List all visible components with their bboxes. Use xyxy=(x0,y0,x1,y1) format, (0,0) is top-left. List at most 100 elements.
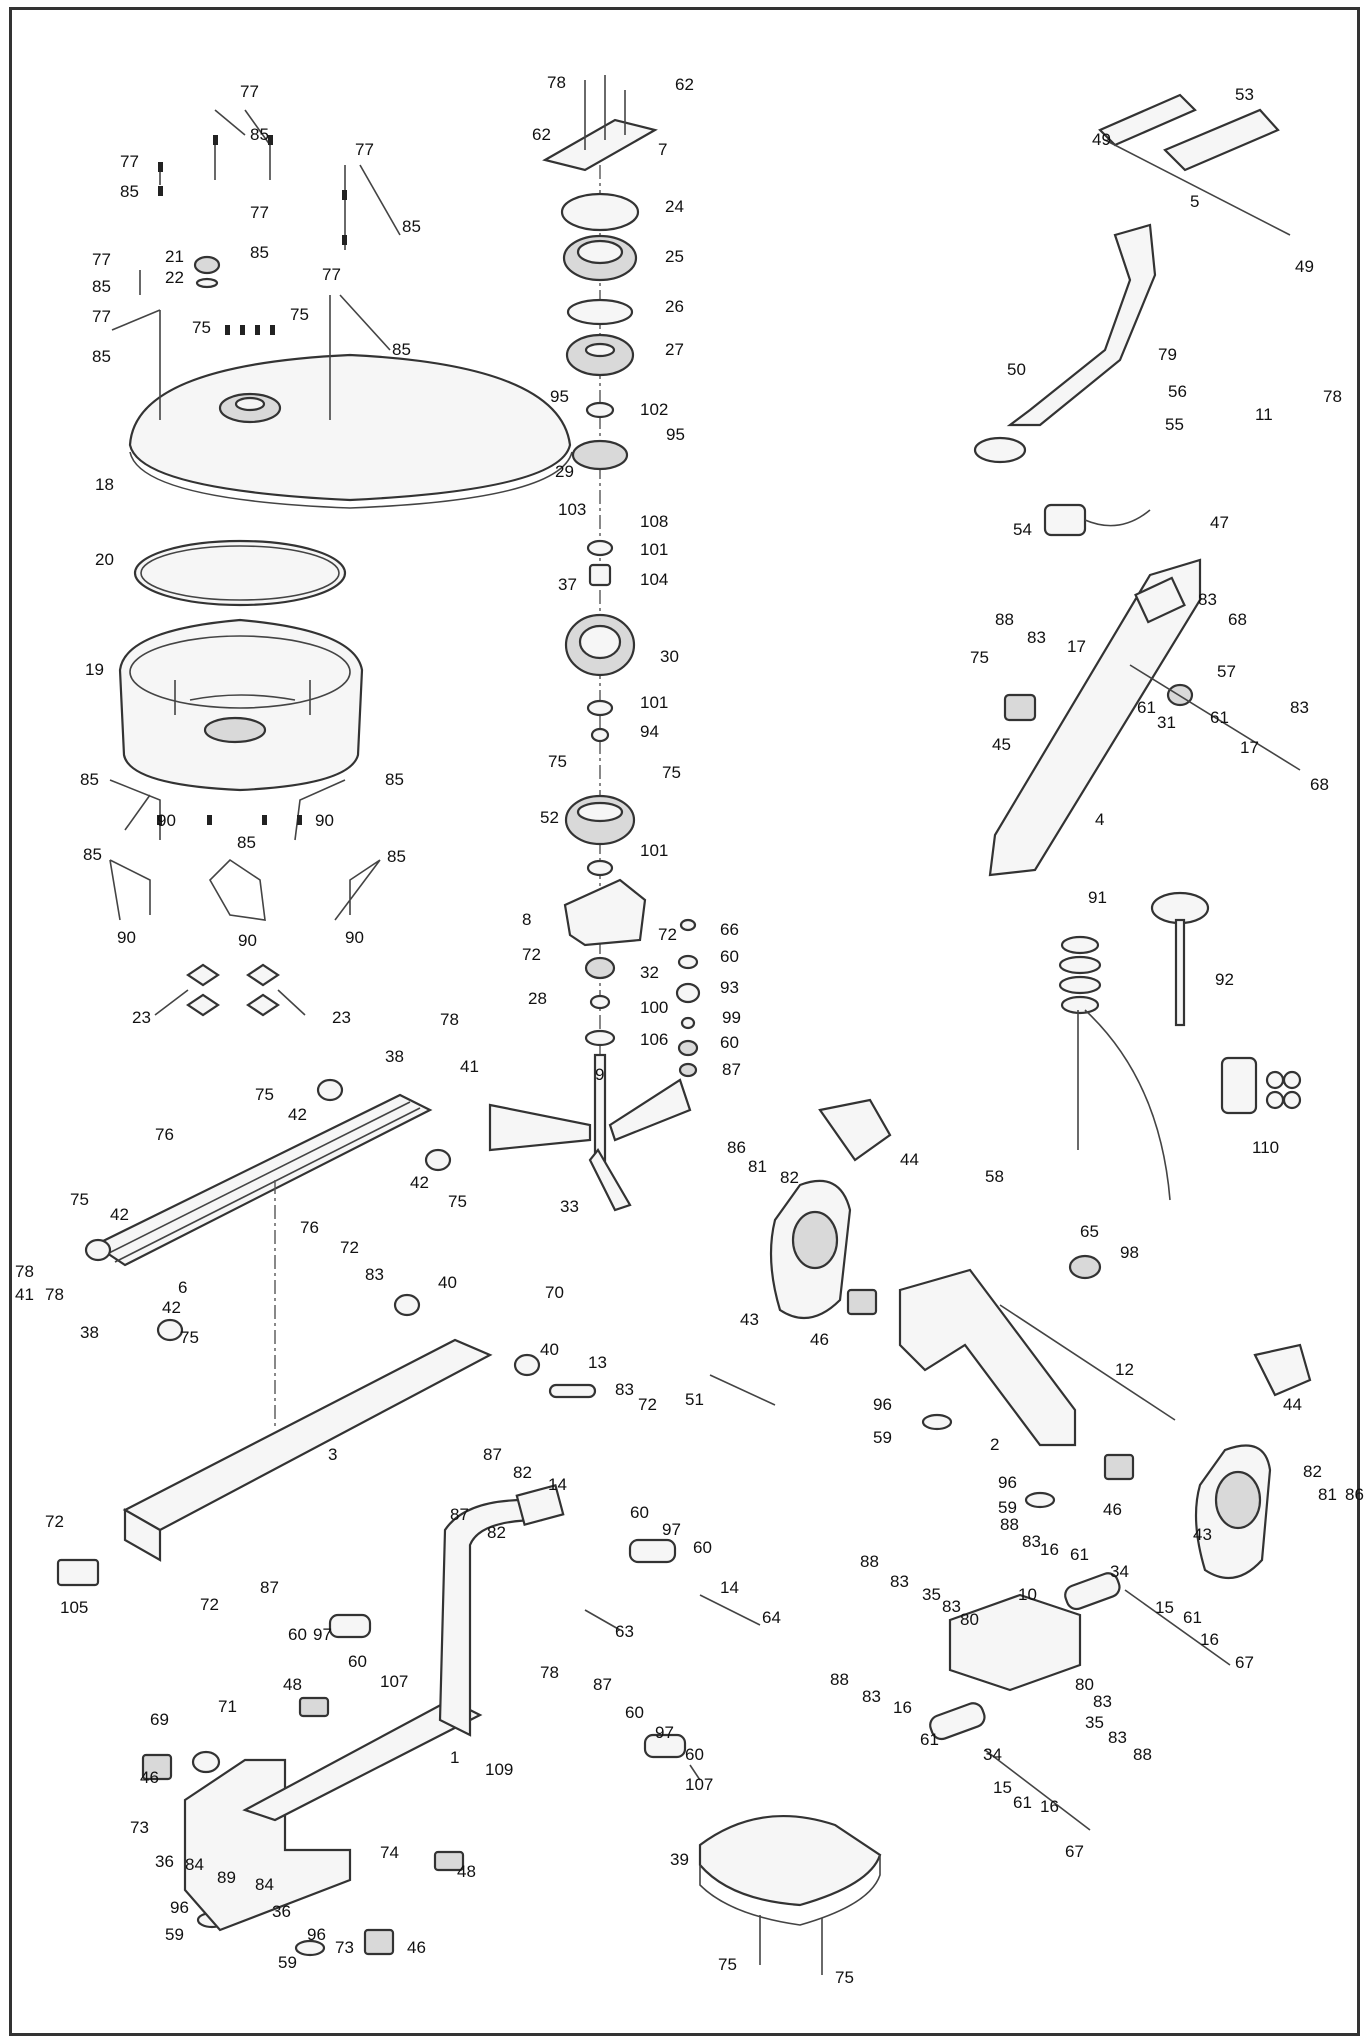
part-label: 77 xyxy=(250,203,269,222)
part-label: 75 xyxy=(718,1955,737,1974)
part-label: 9 xyxy=(595,1065,604,1084)
part-label: 83 xyxy=(615,1380,634,1399)
part-label: 11 xyxy=(1255,405,1273,424)
part-label: 81 xyxy=(1318,1485,1337,1504)
part-label: 76 xyxy=(155,1125,174,1144)
screws-lid xyxy=(111,109,401,420)
part-label: 87 xyxy=(722,1060,741,1079)
bearing-101 xyxy=(586,539,614,557)
part-label: 84 xyxy=(185,1855,204,1874)
part-label: 81 xyxy=(748,1157,767,1176)
part-label: 44 xyxy=(900,1150,919,1169)
part-label: 25 xyxy=(665,247,684,266)
pulley-30 xyxy=(564,613,636,677)
part-label: 72 xyxy=(45,1512,64,1531)
frame-2 xyxy=(898,1268,1176,1447)
part-label: 77 xyxy=(120,152,139,171)
part-label: 77 xyxy=(92,307,111,326)
part-label: 89 xyxy=(217,1868,236,1887)
part-label: 95 xyxy=(666,425,685,444)
part-label: 56 xyxy=(1168,382,1187,401)
part-label: 93 xyxy=(720,978,739,997)
part-label: 24 xyxy=(665,197,684,216)
part-label: 83 xyxy=(942,1597,961,1616)
part-label: 105 xyxy=(60,1598,88,1617)
part-label: 16 xyxy=(893,1698,912,1717)
rollers-42 xyxy=(84,1078,452,1342)
part-label: 96 xyxy=(873,1395,892,1414)
part-label: 69 xyxy=(150,1710,169,1729)
part-label: 83 xyxy=(1093,1692,1112,1711)
part-label: 62 xyxy=(532,125,551,144)
part-label: 85 xyxy=(387,847,406,866)
bracket-10 xyxy=(948,1593,1082,1692)
part-label: 37 xyxy=(558,575,577,594)
part-label: 61 xyxy=(1210,708,1229,727)
part-label: 70 xyxy=(545,1283,564,1302)
part-label: 76 xyxy=(300,1218,319,1237)
part-label: 91 xyxy=(1088,888,1107,907)
part-label: 33 xyxy=(560,1197,579,1216)
part-label: 101 xyxy=(640,693,668,712)
part-label: 5 xyxy=(1190,192,1199,211)
part-label: 90 xyxy=(238,931,257,950)
part-label: 60 xyxy=(720,947,739,966)
part-label: 46 xyxy=(140,1768,159,1787)
part-label: 42 xyxy=(288,1105,307,1124)
part-label: 100 xyxy=(640,998,668,1017)
part-label: 40 xyxy=(540,1340,559,1359)
part-label: 88 xyxy=(1133,1745,1152,1764)
part-label: 83 xyxy=(1198,590,1217,609)
part-label: 59 xyxy=(165,1925,184,1944)
part-label: 18 xyxy=(95,475,114,494)
part-label: 90 xyxy=(315,811,334,830)
part-label: 1 xyxy=(450,1748,459,1767)
part-label: 85 xyxy=(392,340,411,359)
part-label: 90 xyxy=(345,928,364,947)
part-label: 85 xyxy=(92,347,111,366)
part-label: 75 xyxy=(70,1190,89,1209)
part-label: 82 xyxy=(513,1463,532,1482)
handle-50 xyxy=(973,223,1157,464)
base-1 xyxy=(183,1498,543,1932)
part-label: 101 xyxy=(640,841,668,860)
part-label: 15 xyxy=(1155,1598,1174,1617)
part-label: 16 xyxy=(1040,1540,1059,1559)
part-label: 46 xyxy=(810,1330,829,1349)
part-label: 64 xyxy=(762,1608,781,1627)
part-label: 32 xyxy=(640,963,659,982)
part-label: 78 xyxy=(440,1010,459,1029)
part-number-labels: 7785778577857785212277857785757577851820… xyxy=(15,73,1364,1987)
part-label: 67 xyxy=(1065,1842,1084,1861)
part-label: 92 xyxy=(1215,970,1234,989)
bracket-8 xyxy=(563,878,647,947)
part-label: 83 xyxy=(1027,628,1046,647)
part-label: 41 xyxy=(15,1285,34,1304)
part-label: 42 xyxy=(410,1173,429,1192)
part-label: 90 xyxy=(157,811,176,830)
part-label: 35 xyxy=(1085,1713,1104,1732)
part-label: 16 xyxy=(1200,1630,1219,1649)
part-label: 72 xyxy=(522,945,541,964)
caps-48 xyxy=(298,1696,465,1872)
part-label: 61 xyxy=(920,1730,939,1749)
disc-26 xyxy=(566,298,634,326)
part-label: 22 xyxy=(165,268,184,287)
tank-lid xyxy=(128,353,573,509)
part-label: 7 xyxy=(658,140,667,159)
part-label: 17 xyxy=(1067,637,1086,656)
seat-39 xyxy=(698,1815,882,1975)
part-label: 108 xyxy=(640,512,668,531)
part-label: 61 xyxy=(1013,1793,1032,1812)
part-label: 45 xyxy=(992,735,1011,754)
part-label: 61 xyxy=(1137,698,1156,717)
part-label: 84 xyxy=(255,1875,274,1894)
handle-bars-53 xyxy=(1098,93,1291,236)
part-label: 60 xyxy=(348,1652,367,1671)
part-label: 63 xyxy=(615,1622,634,1641)
part-label: 19 xyxy=(85,660,104,679)
part-label: 88 xyxy=(995,610,1014,629)
part-label: 52 xyxy=(540,808,559,827)
part-label: 86 xyxy=(1345,1485,1364,1504)
